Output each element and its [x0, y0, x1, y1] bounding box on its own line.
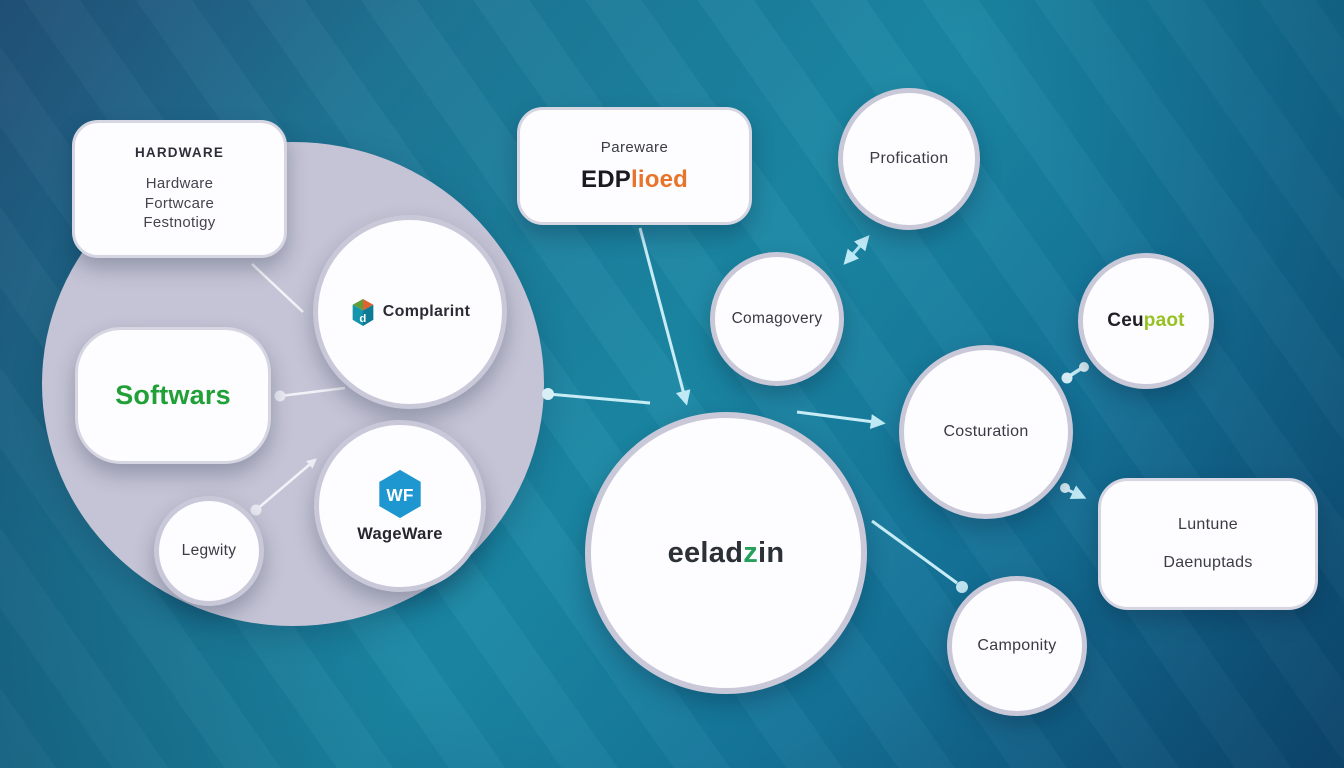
node-camponity: Camponity: [947, 576, 1087, 716]
connector-hardware-complarint: [251, 263, 304, 313]
node-wageware: WF WageWare: [314, 420, 486, 592]
node-luntune-box: Luntune Daenuptads: [1098, 478, 1318, 610]
connector-pareware-eeladzin: [638, 227, 691, 406]
connector-legwity-wageware: [255, 458, 317, 511]
eeladzin-brand-pre: eelad: [667, 536, 744, 569]
svg-text:WF: WF: [386, 484, 413, 504]
complarint-cube-icon: d: [350, 298, 376, 327]
node-complarint: d Complarint: [313, 215, 507, 409]
legwity-label: Legwity: [181, 542, 237, 559]
eeladzin-brand-post: in: [758, 536, 785, 569]
ceupaot-brand-dark: Ceu: [1107, 310, 1144, 331]
node-legwity: Legwity: [154, 496, 264, 606]
camponity-label: Camponity: [977, 637, 1057, 654]
ceupaot-brand: Ceupaot: [1107, 310, 1184, 332]
eeladzin-brand: eeladzin: [668, 537, 785, 570]
pareware-title: Pareware: [600, 138, 669, 156]
node-eeladzin: eeladzin: [585, 412, 867, 694]
node-comagovery: Comagovery: [710, 252, 844, 386]
luntune-line-1: Luntune: [1178, 516, 1238, 534]
eeladzin-brand-accent: z: [743, 536, 759, 569]
pareware-brand-orange: lioed: [630, 165, 688, 193]
hardware-line-3: Festnotigy: [143, 214, 216, 232]
node-profication: Profication: [838, 88, 980, 230]
pareware-brand: EDPlioed: [581, 166, 688, 194]
connector-eeladzin-camponity: [871, 519, 958, 585]
node-softwars-box: Softwars: [75, 327, 271, 464]
node-hardware-box: HARDWARE Hardware Fortwcare Festnotigy: [72, 120, 287, 258]
luntune-line-2: Daenuptads: [1163, 554, 1253, 571]
complarint-label: Complarint: [382, 303, 471, 320]
connector-cluster-eeladzin: [547, 392, 651, 405]
svg-text:d: d: [359, 312, 366, 324]
comagovery-label: Comagovery: [731, 310, 823, 327]
connector-eeladzin-costuration: [796, 410, 886, 429]
hardware-line-2: Fortwcare: [144, 194, 215, 212]
pareware-brand-dark: EDP: [581, 165, 631, 193]
node-pareware-box: Pareware EDPlioed: [517, 107, 752, 225]
hardware-title: HARDWARE: [134, 144, 225, 160]
profication-label: Profication: [869, 150, 949, 167]
costuration-label: Costuration: [943, 423, 1029, 440]
ceupaot-brand-green: paot: [1143, 310, 1185, 331]
wageware-hexagon-icon: WF: [377, 469, 423, 519]
wageware-label: WageWare: [357, 524, 443, 543]
connector-profication-comagovery: [843, 235, 870, 265]
node-costuration: Costuration: [899, 345, 1073, 519]
node-ceupaot: Ceupaot: [1078, 253, 1214, 389]
softwars-label: Softwars: [115, 380, 231, 410]
hardware-line-1: Hardware: [145, 174, 214, 192]
connector-softwars-complarint: [279, 386, 346, 398]
